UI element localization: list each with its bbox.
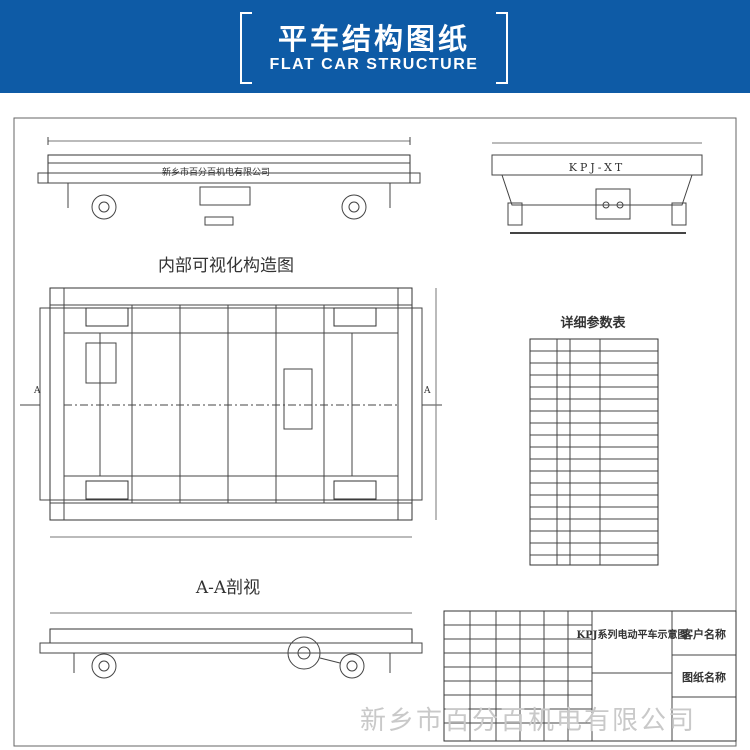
section-mark-right: A bbox=[423, 386, 431, 396]
side-view bbox=[37, 137, 421, 226]
title-chinese: 平车结构图纸 bbox=[277, 22, 470, 56]
frame-bracket-left bbox=[240, 12, 252, 84]
parameters-table bbox=[529, 338, 659, 566]
title-frame: 平车结构图纸 FLAT CAR STRUCTURE bbox=[240, 12, 508, 84]
wheel-icon bbox=[339, 653, 365, 679]
motor-icon bbox=[85, 342, 117, 384]
header-banner: 平车结构图纸 FLAT CAR STRUCTURE bbox=[0, 0, 750, 93]
section-view bbox=[39, 612, 423, 679]
title-english: FLAT CAR STRUCTURE bbox=[269, 56, 479, 73]
title-block-drawing-label: 图纸名称 bbox=[682, 670, 726, 684]
reducer-icon bbox=[283, 368, 313, 430]
title-block bbox=[443, 610, 737, 742]
title-block-drawing-name: KPJ系列电动平车示意图 bbox=[577, 628, 688, 641]
section-view-title: A-A剖视 bbox=[195, 578, 260, 598]
inner-structure-view bbox=[20, 287, 442, 538]
frame-bracket-right bbox=[496, 12, 508, 84]
watermark: 新乡市百分百机电有限公司 bbox=[360, 706, 697, 736]
wheel-icon bbox=[91, 194, 117, 220]
end-view bbox=[491, 142, 703, 234]
control-box bbox=[204, 216, 234, 226]
inner-view-title: 内部可视化构造图 bbox=[158, 256, 294, 276]
side-view-plate: 新乡市百分百机电有限公司 bbox=[162, 166, 270, 178]
title-block-client-label: 客户名称 bbox=[681, 627, 726, 641]
wheel-icon bbox=[91, 653, 117, 679]
end-view-label: KPJ-XT bbox=[569, 161, 626, 174]
wheel-icon bbox=[341, 194, 367, 220]
sheet-border bbox=[13, 117, 737, 747]
params-table-title: 详细参数表 bbox=[560, 315, 626, 331]
section-mark-left: A bbox=[33, 386, 41, 396]
technical-drawing: 新乡市百分百机电有限公司 KPJ-XT bbox=[13, 117, 737, 747]
